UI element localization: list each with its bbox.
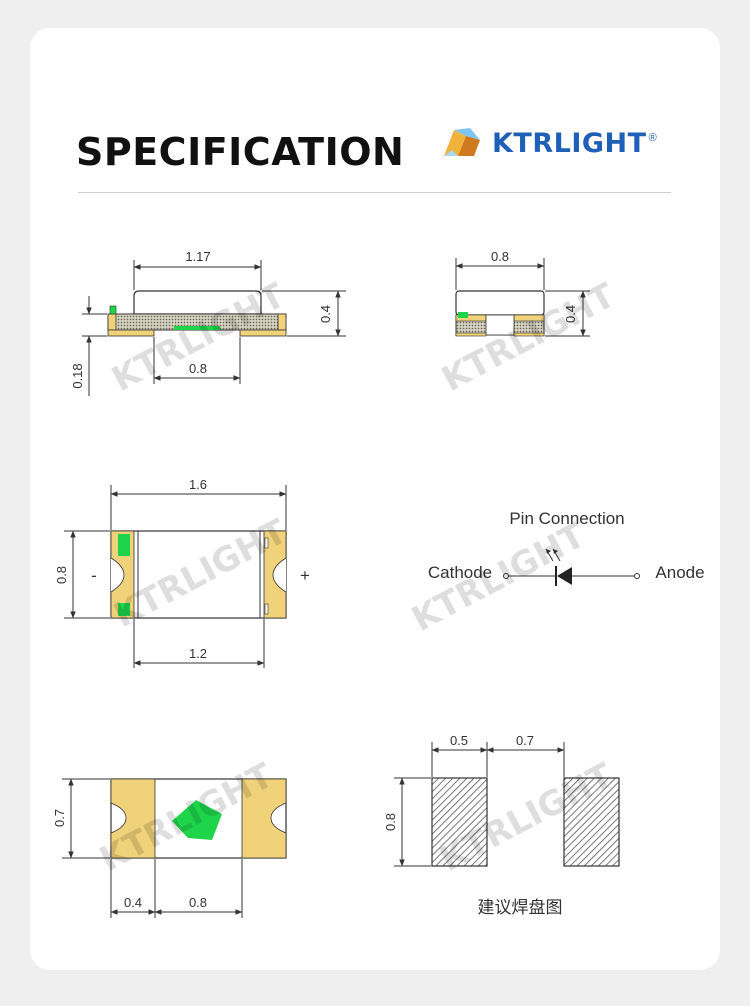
top-view-width-label: 0.8 [54,566,69,584]
side-view-lens [133,290,262,315]
side-view-marker [109,305,117,315]
pin-connection: Pin Connection Cathode Anode [428,509,705,586]
bottom-view-pad-left [110,778,156,859]
end-view: 0.8 0.4 [455,249,590,337]
brand-registered-mark: ® [648,132,657,144]
bottom-view-pad-right [241,778,287,859]
solder-pad-right [563,777,620,867]
led-symbol-icon [545,548,572,586]
anode-label: Anode [655,563,704,582]
solder-pad-caption: 建议焊盘图 [478,898,563,917]
bottom-view-pad-width-label: 0.4 [124,895,142,910]
side-view-pad-height-label: 0.18 [70,363,85,388]
top-view: 1.6 0.8 1.2 - + [54,477,310,668]
top-view-plus-label: + [300,566,310,585]
side-view-pad-right [239,329,287,337]
solder-pad-layout: 0.5 0.7 0.8 建议焊盘图 [383,733,620,917]
side-view: 1.17 0.4 0.18 0.8 [70,249,346,396]
brand-emblem-icon [444,128,480,156]
solder-pad-width-label: 0.5 [450,733,468,748]
cathode-label: Cathode [428,563,492,582]
side-view-pad-left [107,329,155,337]
top-view-body [110,530,287,619]
side-view-width-label: 1.17 [185,249,210,264]
top-view-length-label: 1.6 [189,477,207,492]
bottom-view-width-label: 0.7 [52,809,67,827]
bottom-view-pad-spacing-label: 0.8 [189,895,207,910]
end-view-width-label: 0.8 [491,249,509,264]
brand-name: KTRLIGHT [492,127,647,159]
solder-pad-left [431,777,488,867]
side-view-height-label: 0.4 [318,305,333,323]
bottom-view-polarity-mark [172,800,222,840]
end-view-height-label: 0.4 [563,305,578,323]
side-view-pad-spacing-label: 0.8 [189,361,207,376]
page-title: SPECIFICATION [76,130,405,174]
top-view-inner-length-label: 1.2 [189,646,207,661]
header-divider [78,192,671,193]
top-view-minus-label: - [91,566,97,585]
pin-connection-title: Pin Connection [509,509,624,528]
solder-pad-height-label: 0.8 [383,813,398,831]
bottom-view: 0.7 0.4 0.8 [52,778,287,918]
brand-logo: KTRLIGHT ® [440,126,657,160]
end-view-lens [455,290,545,316]
top-view-polarity-mark [118,534,130,556]
solder-pad-gap-label: 0.7 [516,733,534,748]
